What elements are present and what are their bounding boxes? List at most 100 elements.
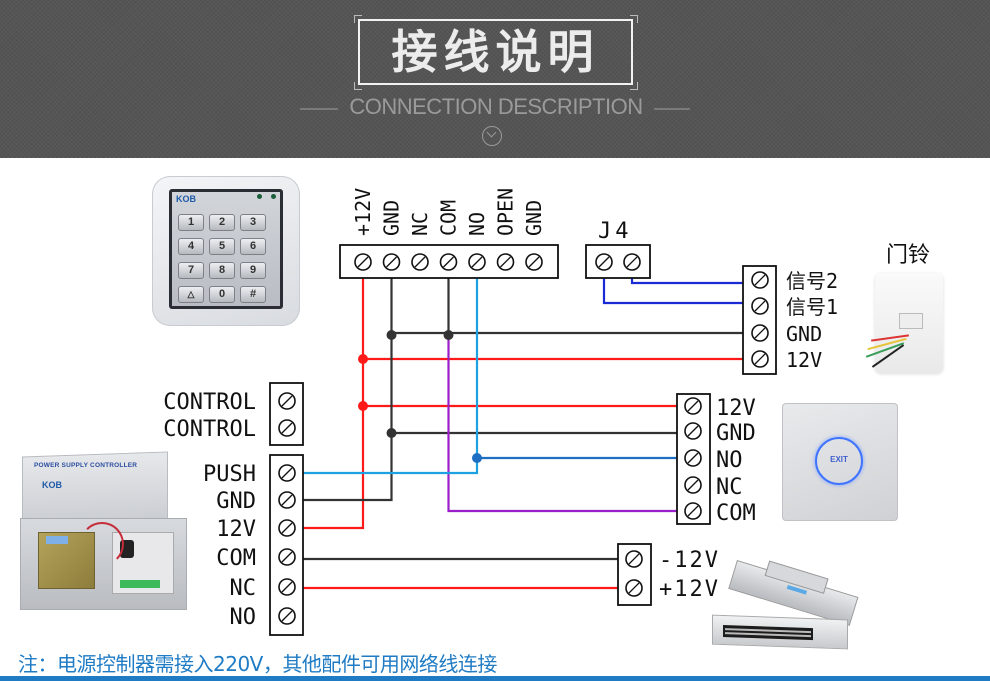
reader-terminal-label: +12V [351,188,375,236]
screw-icon [751,297,769,315]
power-terminal-block [269,454,304,636]
reader-terminal-label: NO [465,212,489,236]
keypad-key: # [240,286,266,303]
led-indicator [257,194,262,199]
screw-icon [684,476,702,494]
keypad-key: 9 [240,262,266,279]
control-terminal-label: CONTROL [163,390,256,415]
keypad-key: 2 [209,214,235,231]
power-terminal-label: COM [216,546,256,571]
wire-signal-1 [602,278,743,305]
screw-icon [278,578,296,596]
keypad-key: 5 [209,238,235,255]
screw-icon [751,271,769,289]
wire-signal-2 [630,278,743,285]
screw-icon [278,392,296,410]
junction-dot [443,330,454,340]
screw-icon [751,350,769,368]
screw-icon [623,253,641,271]
screw-icon [354,253,372,271]
header-banner [0,0,990,158]
power-terminal-label: GND [216,489,256,514]
junction-dot [472,453,482,463]
screw-icon [278,607,296,625]
keypad-key: 6 [240,238,266,255]
doorbell-terminal-label: GND [786,322,822,346]
keypad-brand: KOB [176,194,196,204]
power-supply-label: POWER SUPPLY CONTROLLER [34,462,138,469]
screw-icon [684,449,702,467]
screw-icon [684,422,702,440]
doorbell-title: 门铃 [886,243,930,268]
power-terminal-label: NO [230,605,257,630]
wire-gnd [303,278,393,502]
screw-icon [751,324,769,342]
exit-terminal-label: GND [716,421,756,446]
screw-icon [595,253,613,271]
junction-dot [386,428,397,438]
keypad-key: 3 [240,214,266,231]
screw-icon [411,253,429,271]
lock-terminal-label: -12V [659,548,720,573]
screw-icon [278,419,296,437]
title-corner [354,15,362,23]
page-subtitle: CONNECTION DESCRIPTION [349,94,643,119]
reader-terminal-label: GND [380,200,404,236]
keypad-key: 4 [178,238,204,255]
power-supply-photo: POWER SUPPLY CONTROLLER KOB [20,450,188,620]
doorbell-terminal-label: 信号1 [786,295,838,319]
screw-icon [278,519,296,537]
title-corner [630,15,638,23]
exit-terminal-label: NC [716,475,743,500]
footer-bar [0,676,990,681]
keypad-key: 8 [209,262,235,279]
keypad-key: 0 [209,286,235,303]
doorbell-terminal-label: 信号2 [786,269,838,293]
screw-icon [684,502,702,520]
reader-terminal-label: OPEN [494,188,518,236]
installation-note: 注：电源控制器需接入220V，其他配件可用网络线连接 [18,652,497,676]
exit-ring [815,437,863,485]
title-frame [358,19,633,85]
subtitle-line-right [654,108,690,110]
screw-icon [625,579,643,597]
title-corner [354,82,362,90]
screw-icon [278,491,296,509]
power-supply-brand: KOB [42,480,62,490]
screw-icon [439,253,458,271]
reader-terminal-label: COM [437,200,461,236]
keypad-key: 7 [178,262,204,279]
chevron-down-icon [482,126,502,146]
power-terminal-label: 12V [216,517,256,542]
lock-terminal-label: +12V [659,577,720,602]
power-terminal-label: PUSH [203,462,256,487]
junction-dot [358,354,368,364]
screw-icon [684,397,702,415]
wire-12v [303,278,365,530]
led-indicator [271,194,276,199]
junction-dot [386,330,397,340]
exit-terminal-label: COM [716,501,756,526]
exit-label: EXIT [830,455,848,464]
keypad-key: △ [178,286,204,303]
exit-button-photo: EXIT [782,403,898,521]
exit-terminal-label: 12V [716,396,756,421]
reader-terminal-label: NC [408,212,432,236]
title-corner [630,82,638,90]
page-title: 接线说明 [391,25,600,79]
reader-terminal-label: GND [522,200,546,236]
j4-label: J4 [598,219,633,244]
exit-terminal-label: NO [716,448,743,473]
wire-no-push [303,278,479,475]
keypad-key: 1 [178,214,204,231]
wire-com-exit [447,333,677,513]
screw-icon [625,550,643,568]
screw-icon [496,253,515,271]
subtitle-line-left [300,108,338,110]
screw-icon [525,253,543,271]
doorbell-terminal-label: 12V [786,348,822,372]
screw-icon [382,253,401,271]
control-terminal-label: CONTROL [163,417,256,442]
power-terminal-label: NC [230,576,257,601]
